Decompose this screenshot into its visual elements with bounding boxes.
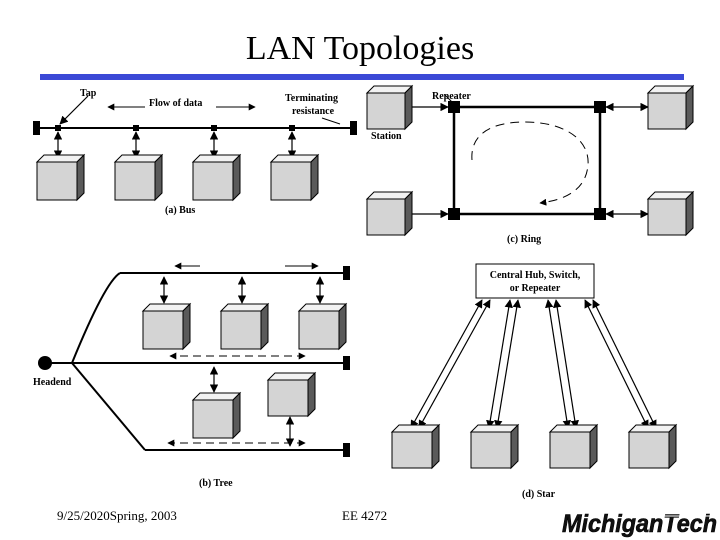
ring-flow-arrow [471, 121, 589, 206]
star-caption: (d) Star [522, 489, 556, 500]
tree-caption: (b) Tree [199, 478, 233, 489]
ring-station-3 [365, 190, 414, 237]
bus-station-2 [113, 153, 164, 202]
headend-node [38, 356, 52, 370]
tree-terminator-lower [343, 443, 350, 457]
star-station-3 [548, 423, 599, 470]
ring-caption: (c) Ring [507, 234, 541, 245]
station-label: Station [371, 131, 402, 142]
ring-repeater-4 [594, 208, 606, 220]
ring-repeater-1 [448, 101, 460, 113]
title-underline [40, 74, 684, 80]
ring-station-4 [646, 190, 695, 237]
tree-upper-station-3 [297, 302, 348, 351]
tree-curve-upper [71, 272, 121, 364]
ring-station-2 [646, 84, 695, 131]
star-links [410, 299, 657, 429]
bus-tap-4 [289, 125, 295, 131]
star-stations [390, 423, 678, 470]
star-link-4-b [592, 299, 657, 429]
star-station-4 [627, 423, 678, 470]
star-link-2-b [494, 299, 521, 429]
bus-caption: (a) Bus [165, 205, 195, 216]
star-link-1-b [418, 299, 491, 429]
star-link-4-a [584, 299, 649, 429]
headend-label: Headend [33, 377, 72, 388]
ring-topology: Repeater Station (c) Ring [365, 84, 695, 245]
star-link-3-b [553, 299, 579, 429]
slide-title: LAN Topologies [245, 30, 475, 67]
bus-stations [35, 153, 320, 202]
ring-repeater-3 [448, 208, 460, 220]
tree-topology: Headend (b) Tree [33, 262, 350, 489]
bus-station-1 [35, 153, 86, 202]
ring-loop [452, 105, 602, 216]
terminating-label-1: Terminating [285, 93, 338, 104]
tree-upper-station-1 [141, 302, 192, 351]
tree-upper-station-2 [219, 302, 270, 351]
logo-wordmark: MichiganTech [562, 510, 717, 538]
ring-stations [365, 84, 695, 237]
terminating-pointer [321, 117, 341, 125]
star-topology: Central Hub, Switch, or Repeater (d) Sta… [390, 263, 678, 500]
bus-tap-2 [133, 125, 139, 131]
ring-repeater-2 [594, 101, 606, 113]
bus-station-4 [269, 153, 320, 202]
star-link-2-a [486, 299, 513, 429]
star-station-2 [469, 423, 520, 470]
tree-terminator-upper [343, 266, 350, 280]
bus-terminator-left [33, 121, 40, 135]
repeater-label: Repeater [432, 91, 471, 102]
tree-stations [141, 302, 348, 440]
tree-curve-lower [71, 362, 146, 451]
hub-label-1: Central Hub, Switch, [490, 270, 581, 281]
bus-tap-3 [211, 125, 217, 131]
tree-drops [159, 276, 325, 447]
tap-pointer [59, 95, 89, 125]
ring-repeaters [448, 101, 606, 220]
repeater-pointer [444, 94, 455, 105]
bus-tap-1 [55, 125, 61, 131]
star-station-1 [390, 423, 441, 470]
tree-terminator-middle [343, 356, 350, 370]
tree-middle-station [266, 371, 317, 418]
star-link-1-a [410, 299, 483, 429]
michigan-tech-logo: MichiganTech [555, 506, 718, 538]
star-link-3-a [545, 299, 571, 429]
bus-topology: Tap Flow of data Terminating resistance … [33, 88, 357, 216]
hub-label-2: or Repeater [510, 283, 561, 294]
ring-station-1 [365, 84, 414, 131]
tree-lower-station [191, 391, 242, 440]
bus-drops [53, 125, 297, 159]
star-hub [475, 263, 595, 299]
bus-station-3 [191, 153, 242, 202]
terminating-label-2: resistance [292, 106, 335, 117]
flow-label: Flow of data [149, 98, 202, 109]
bus-terminator-right [350, 121, 357, 135]
footer-date: 9/25/2020Spring, 2003 [57, 508, 177, 523]
footer-course: EE 4272 [342, 508, 388, 523]
tap-label: Tap [80, 88, 97, 99]
